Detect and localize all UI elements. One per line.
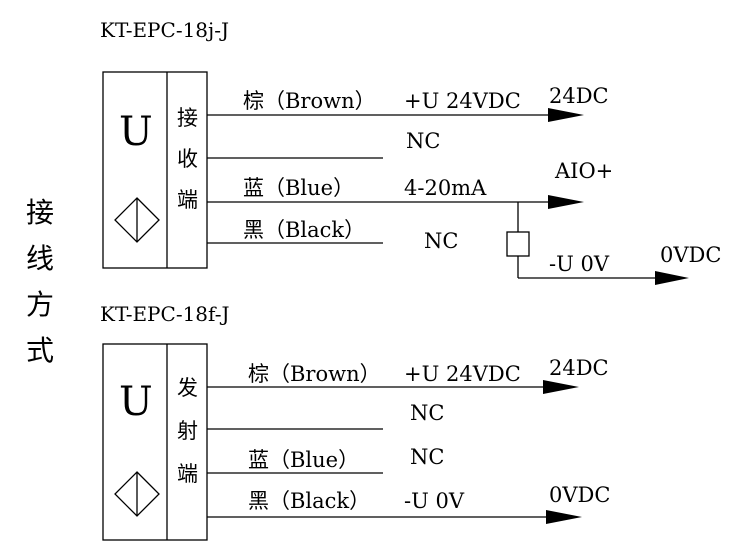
receiver-section: KT-EPC-18j-J U 接 收 端 棕（Brown） +U 24VDC 2… (100, 18, 721, 285)
receiver-black-value: NC (424, 229, 458, 253)
title-char-2: 线 (26, 242, 54, 275)
emitter-section: KT-EPC-18f-J U 发 射 端 棕（Brown） +U 24VDC 2… (100, 302, 610, 541)
title-char-3: 方 (26, 288, 54, 321)
receiver-0v-value: -U 0V (549, 252, 610, 276)
receiver-side-char-2: 收 (177, 147, 198, 171)
emitter-side-char-3: 端 (177, 462, 198, 486)
emitter-side-char-1: 发 (177, 376, 198, 400)
receiver-sensor-body (102, 71, 208, 269)
receiver-blue-value: 4-20mA (404, 176, 487, 200)
receiver-brown-arrow (548, 108, 584, 122)
emitter-blue-label: 蓝（Blue） (248, 448, 359, 472)
emitter-black-arrow (546, 510, 582, 524)
receiver-u-symbol: U (119, 109, 153, 155)
emitter-brown-label: 棕（Brown） (248, 362, 381, 386)
receiver-0v-terminal: 0VDC (660, 243, 721, 267)
emitter-sensor-body (102, 343, 208, 541)
emitter-brown-value: +U 24VDC (404, 362, 521, 386)
receiver-model-label: KT-EPC-18j-J (100, 18, 229, 42)
title-char-1: 接 (26, 196, 54, 229)
title-char-4: 式 (26, 334, 54, 367)
receiver-blue-label: 蓝（Blue） (243, 176, 354, 200)
emitter-brown-arrow (543, 380, 579, 394)
receiver-brown-value: +U 24VDC (404, 89, 521, 113)
wiring-method-title: 接 线 方 式 (26, 196, 54, 367)
receiver-nc-value: NC (406, 129, 440, 153)
emitter-black-label: 黑（Black） (248, 489, 370, 513)
emitter-brown-terminal: 24DC (549, 356, 609, 380)
emitter-blue-value: NC (410, 445, 444, 469)
emitter-nc-value: NC (410, 401, 444, 425)
emitter-side-char-2: 射 (177, 419, 198, 443)
receiver-0v-arrow (655, 271, 689, 285)
emitter-model-label: KT-EPC-18f-J (100, 302, 230, 326)
emitter-u-symbol: U (119, 379, 153, 425)
receiver-load-resistor (506, 202, 530, 278)
receiver-side-char-3: 端 (177, 188, 198, 212)
receiver-blue-arrow (548, 195, 584, 209)
emitter-black-terminal: 0VDC (549, 483, 610, 507)
receiver-blue-terminal: AIO+ (554, 159, 613, 183)
emitter-sensor-icon (114, 471, 160, 517)
receiver-brown-terminal: 24DC (549, 84, 609, 108)
receiver-sensor-icon (114, 197, 160, 243)
receiver-brown-label: 棕（Brown） (243, 89, 376, 113)
receiver-black-label: 黑（Black） (243, 218, 365, 242)
emitter-black-value: -U 0V (404, 489, 465, 513)
receiver-side-char-1: 接 (177, 106, 198, 130)
